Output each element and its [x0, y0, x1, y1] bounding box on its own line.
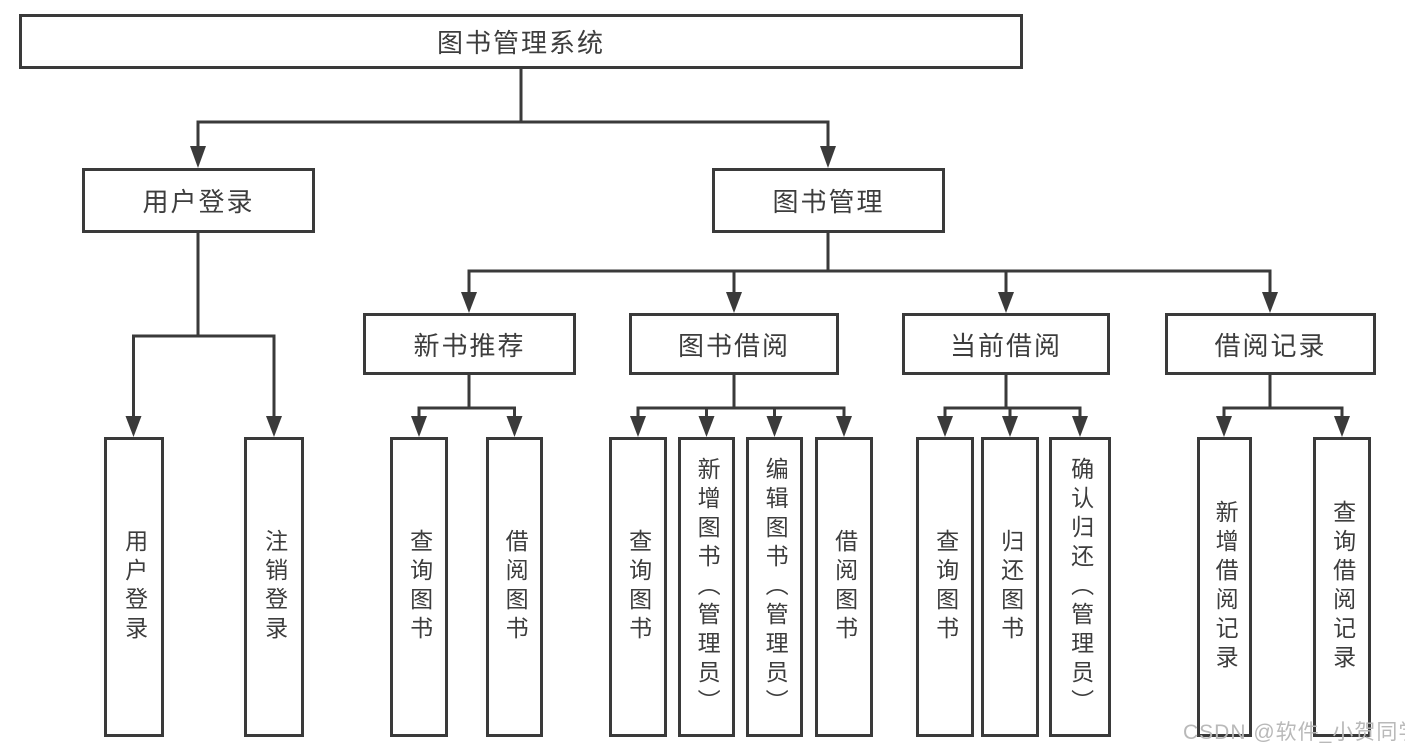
- leaf-bb-edit-book: 编辑图书（管理员）: [746, 437, 803, 737]
- connector-borrow-records-to-leaves: [1216, 375, 1350, 437]
- node-book-borrow-label: 图书借阅: [677, 330, 790, 361]
- leaf-bb-edit-book-label: 编辑图书（管理员）: [762, 456, 789, 718]
- node-new-book-rec: 新书推荐: [363, 313, 576, 375]
- connector-new-book-rec-to-leaves: [411, 375, 523, 437]
- leaf-bb-add-book-label: 新增图书（管理员）: [694, 456, 721, 718]
- leaf-bb-add-book: 新增图书（管理员）: [678, 437, 735, 737]
- leaf-cb-return-book-label: 归还图书: [997, 529, 1024, 645]
- connector-root-to-level2: [190, 69, 836, 168]
- leaf-logout-label: 注销登录: [261, 529, 288, 645]
- leaf-nb-borrow-book: 借阅图书: [486, 437, 543, 737]
- node-borrow-records-label: 借阅记录: [1214, 330, 1327, 361]
- leaf-br-add-record: 新增借阅记录: [1197, 437, 1252, 737]
- node-root-label: 图书管理系统: [436, 28, 605, 58]
- leaf-nb-borrow-book-label: 借阅图书: [502, 529, 529, 645]
- leaf-bb-query-book-label: 查询图书: [625, 529, 652, 645]
- connector-book-mgmt-to-level3: [461, 233, 1278, 313]
- leaf-br-add-record-label: 新增借阅记录: [1212, 500, 1239, 674]
- leaf-cb-confirm-return: 确认归还（管理员）: [1049, 437, 1111, 737]
- node-borrow-records: 借阅记录: [1165, 313, 1376, 375]
- leaf-cb-query-book: 查询图书: [916, 437, 974, 737]
- node-book-mgmt-label: 图书管理: [772, 187, 885, 217]
- node-current-borrow-label: 当前借阅: [949, 330, 1062, 361]
- leaf-bb-borrow-book-label: 借阅图书: [831, 529, 858, 645]
- connector-book-borrow-to-leaves: [630, 375, 852, 437]
- leaf-br-query-record: 查询借阅记录: [1313, 437, 1371, 737]
- leaf-logout: 注销登录: [244, 437, 304, 737]
- leaf-cb-return-book: 归还图书: [981, 437, 1039, 737]
- leaf-cb-query-book-label: 查询图书: [932, 529, 959, 645]
- leaf-nb-query-book: 查询图书: [390, 437, 448, 737]
- leaf-cb-confirm-return-label: 确认归还（管理员）: [1067, 456, 1094, 718]
- connector-current-borrow-to-leaves: [937, 375, 1088, 437]
- node-book-borrow: 图书借阅: [629, 313, 839, 375]
- node-user-login: 用户登录: [82, 168, 315, 233]
- node-book-mgmt: 图书管理: [712, 168, 945, 233]
- connector-user-login-to-leaves: [125, 233, 282, 437]
- watermark: CSDN @软件_小贺同学: [1183, 721, 1405, 744]
- leaf-nb-query-book-label: 查询图书: [406, 529, 433, 645]
- leaf-user-login: 用户登录: [104, 437, 164, 737]
- node-new-book-rec-label: 新书推荐: [413, 330, 526, 361]
- leaf-bb-borrow-book: 借阅图书: [815, 437, 873, 737]
- node-user-login-label: 用户登录: [142, 187, 255, 217]
- leaf-bb-query-book: 查询图书: [609, 437, 667, 737]
- leaf-br-query-record-label: 查询借阅记录: [1329, 500, 1356, 674]
- leaf-user-login-label: 用户登录: [121, 529, 148, 645]
- node-root: 图书管理系统: [19, 14, 1023, 69]
- node-current-borrow: 当前借阅: [902, 313, 1110, 375]
